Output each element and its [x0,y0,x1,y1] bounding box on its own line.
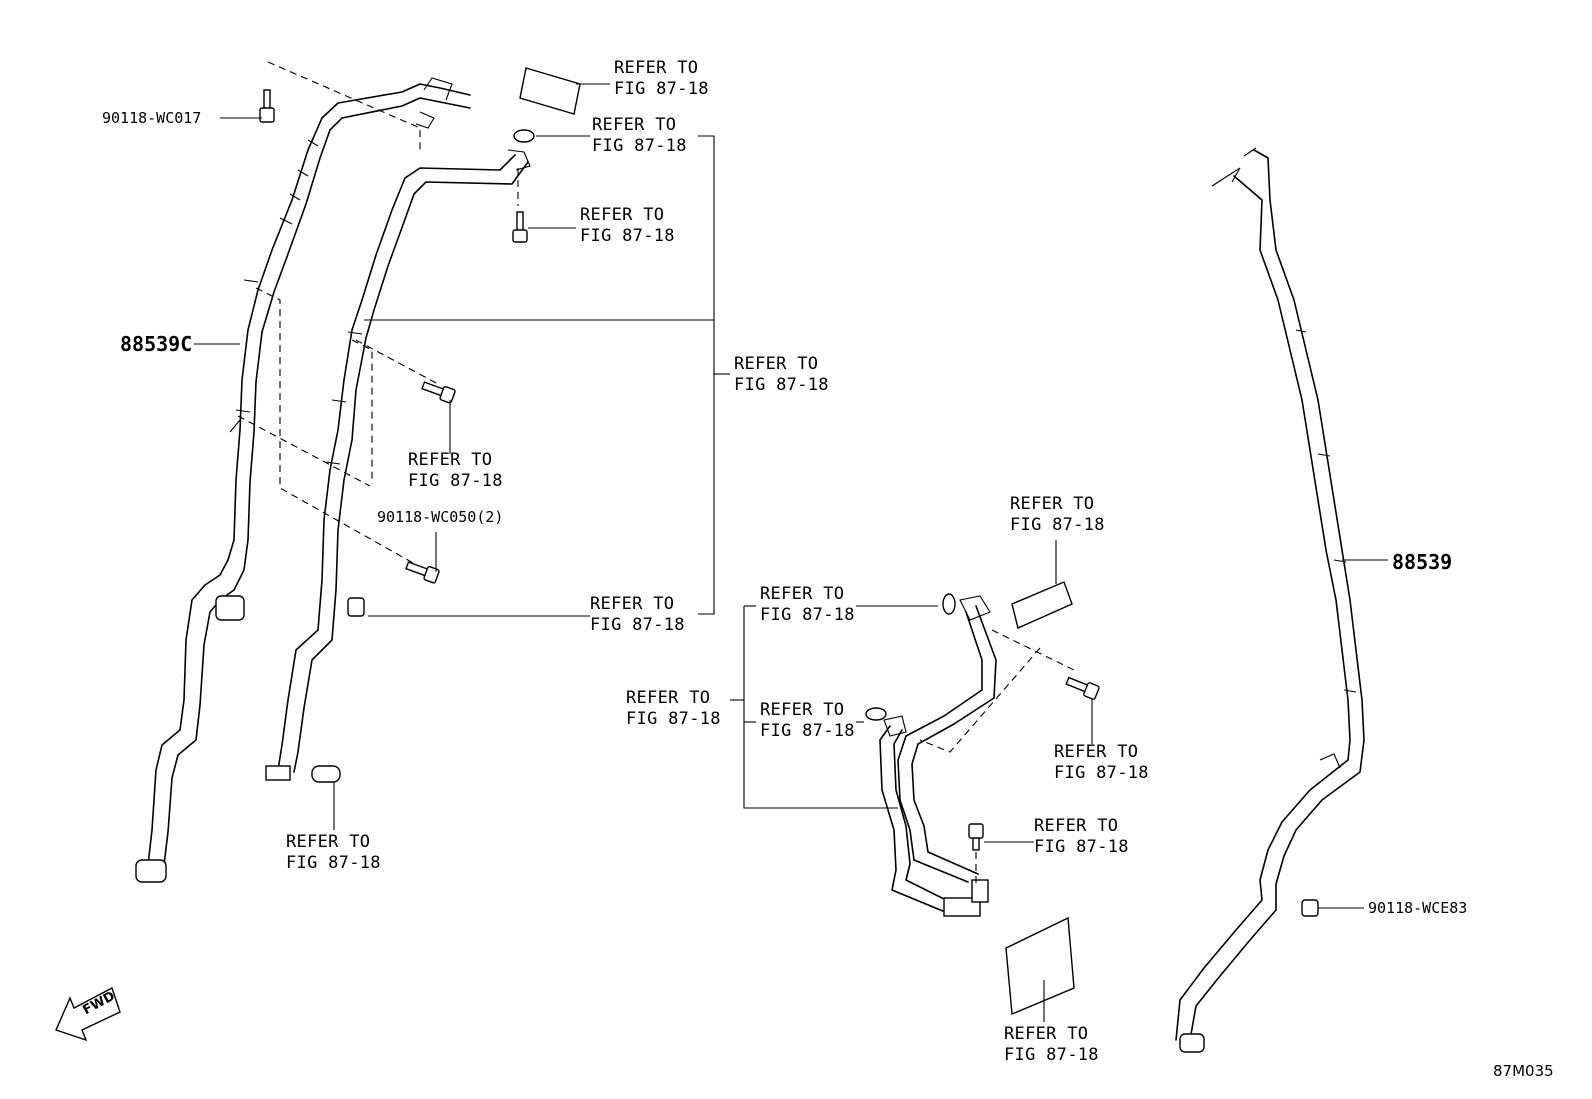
part-number-90118-wce83: 90118-WCE83 [1368,899,1468,917]
leader-lines [194,83,1388,1022]
part-number-88539: 88539 [1392,550,1453,574]
hose-88539c [135,77,471,883]
hose-88539 [1175,147,1365,1053]
parts-small-right [865,581,1100,1016]
diagram-code: 87M035 [1493,1062,1554,1080]
dashed-guides-right [919,629,1079,888]
part-number-90118-wc017: 90118-WC017 [102,109,202,127]
hose-center [265,149,531,781]
part-number-90118-wc050: 90118-WC050(2) [377,508,504,526]
part-number-88539c: 88539C [120,332,193,356]
parts-small-left [259,67,581,783]
hose-center-right [879,595,997,917]
dashed-guides-left [237,61,519,569]
fwd-arrow-icon [55,986,121,1042]
